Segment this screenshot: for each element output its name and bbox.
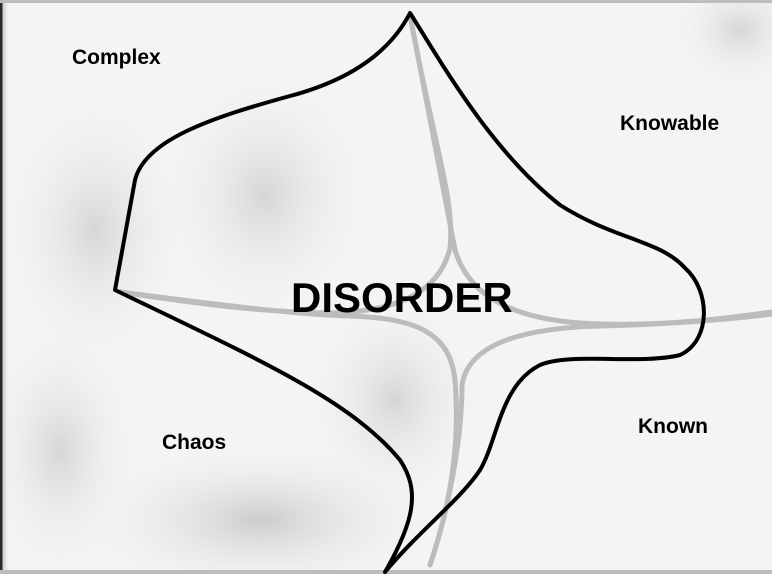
domain-label-complex: Complex <box>72 46 161 70</box>
domain-label-chaos: Chaos <box>162 431 226 455</box>
divider-curve-top-left <box>120 15 451 313</box>
domain-label-known: Known <box>638 415 708 439</box>
center-label-disorder: DISORDER <box>291 274 513 322</box>
domain-label-knowable: Knowable <box>620 112 719 136</box>
divider-curve-bottom-right <box>430 314 772 565</box>
